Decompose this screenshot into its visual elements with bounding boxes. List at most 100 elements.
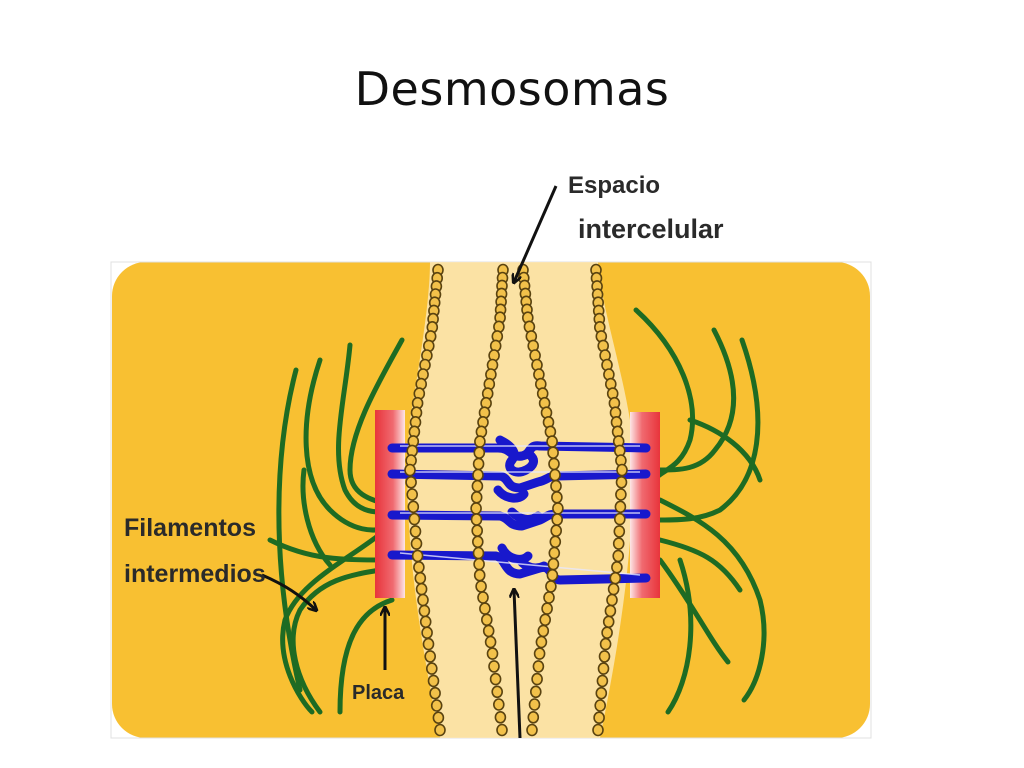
membrane-bead	[434, 723, 446, 737]
membrane-bead	[421, 626, 433, 640]
membrane-bead	[425, 662, 438, 675]
membrane-bead	[547, 557, 560, 571]
membrane-bead	[543, 591, 555, 604]
membrane-bead	[472, 468, 484, 482]
membrane-bead	[418, 604, 431, 618]
membrane-bead	[616, 463, 628, 477]
membrane-bead	[604, 604, 617, 618]
membrane-bead	[541, 602, 553, 615]
membrane-bead	[547, 446, 559, 460]
membrane-bead	[470, 490, 483, 504]
membrane-bead	[528, 698, 541, 711]
membrane-bead	[533, 647, 546, 660]
membrane-bead	[613, 512, 626, 526]
label-filaments-1: Filamentos	[124, 514, 256, 542]
membrane-bead	[492, 698, 505, 711]
membrane-bead	[471, 535, 484, 549]
membrane-bead	[607, 582, 620, 596]
membrane-bead	[475, 580, 487, 593]
membrane-bead	[611, 560, 623, 574]
membrane-bead	[606, 593, 618, 607]
membrane-bead	[527, 710, 540, 724]
membrane-bead	[549, 535, 562, 549]
membrane-bead	[489, 672, 502, 686]
membrane-bead	[409, 525, 422, 538]
membrane-bead	[596, 674, 609, 688]
membrane-bead	[494, 710, 507, 724]
membrane-bead	[414, 571, 427, 585]
label-filaments-2: intermedios	[124, 560, 266, 588]
membrane-bead	[488, 660, 500, 673]
membrane-bead	[615, 488, 627, 501]
membrane-bead	[408, 512, 421, 526]
membrane-bead	[546, 435, 558, 448]
membrane-bead	[594, 699, 607, 712]
membrane-bead	[417, 593, 429, 607]
membrane-bead	[482, 624, 495, 638]
membrane-bead	[411, 549, 424, 563]
label-plaque: Placa	[352, 682, 405, 704]
membrane-bead	[535, 635, 548, 649]
membrane-bead	[470, 513, 483, 526]
membrane-bead	[531, 672, 543, 686]
membrane-bead	[552, 502, 564, 515]
membrane-bead	[479, 602, 491, 615]
plaque-right	[630, 412, 660, 598]
membrane-bead	[413, 560, 425, 574]
membrane-bead	[551, 490, 563, 504]
membrane-bead	[549, 468, 561, 482]
membrane-bead	[548, 457, 560, 471]
membrane-bead	[598, 650, 611, 663]
membrane-bead	[407, 500, 420, 514]
membrane-bead	[592, 723, 604, 737]
membrane-bead	[471, 479, 484, 493]
membrane-bead	[615, 475, 628, 489]
membrane-bead	[550, 524, 563, 538]
membrane-bead	[609, 571, 622, 585]
membrane-bead	[432, 711, 445, 725]
membrane-bead	[470, 502, 482, 515]
label-intercellular-space-2: intercelular	[578, 214, 724, 244]
membrane-bead	[551, 513, 564, 526]
membrane-bead	[539, 613, 552, 627]
membrane-bead	[410, 537, 423, 550]
membrane-bead	[529, 685, 542, 699]
membrane-bead	[477, 591, 489, 604]
membrane-bead	[473, 568, 486, 582]
intermediate-filaments-right	[633, 307, 767, 715]
membrane-bead	[532, 660, 545, 673]
membrane-bead	[550, 479, 562, 493]
membrane-bead	[614, 500, 627, 514]
plaque-left	[375, 410, 405, 598]
membrane-bead	[486, 647, 499, 660]
membrane-bead	[537, 624, 550, 638]
label-intercellular-space-1: Espacio	[568, 172, 660, 199]
membrane-bead	[427, 674, 440, 688]
membrane-bead	[546, 568, 559, 582]
membrane-bead	[419, 615, 432, 629]
arrow-icon	[261, 185, 558, 739]
membrane-bead	[599, 637, 612, 651]
membrane-bead	[545, 580, 557, 593]
membrane-bead	[472, 546, 485, 560]
membrane-bead	[595, 686, 608, 700]
membrane-bead	[496, 723, 508, 737]
membrane-bead	[526, 723, 538, 737]
membrane-bead	[422, 637, 435, 651]
membrane-bead	[612, 549, 625, 563]
membrane-bead	[597, 662, 610, 675]
cell-membranes	[404, 263, 628, 737]
membrane-bead	[473, 557, 485, 571]
slide-title: Desmosomas	[354, 62, 670, 116]
membrane-bead	[593, 711, 605, 725]
membrane-bead	[404, 463, 416, 477]
membrane-bead	[473, 446, 486, 460]
membrane-bead	[415, 582, 428, 596]
membrane-bead	[480, 613, 493, 627]
membrane-bead	[406, 488, 419, 501]
membrane-bead	[548, 546, 561, 560]
membrane-bead	[602, 615, 615, 629]
membrane-bead	[474, 435, 486, 448]
membrane-bead	[613, 525, 626, 538]
